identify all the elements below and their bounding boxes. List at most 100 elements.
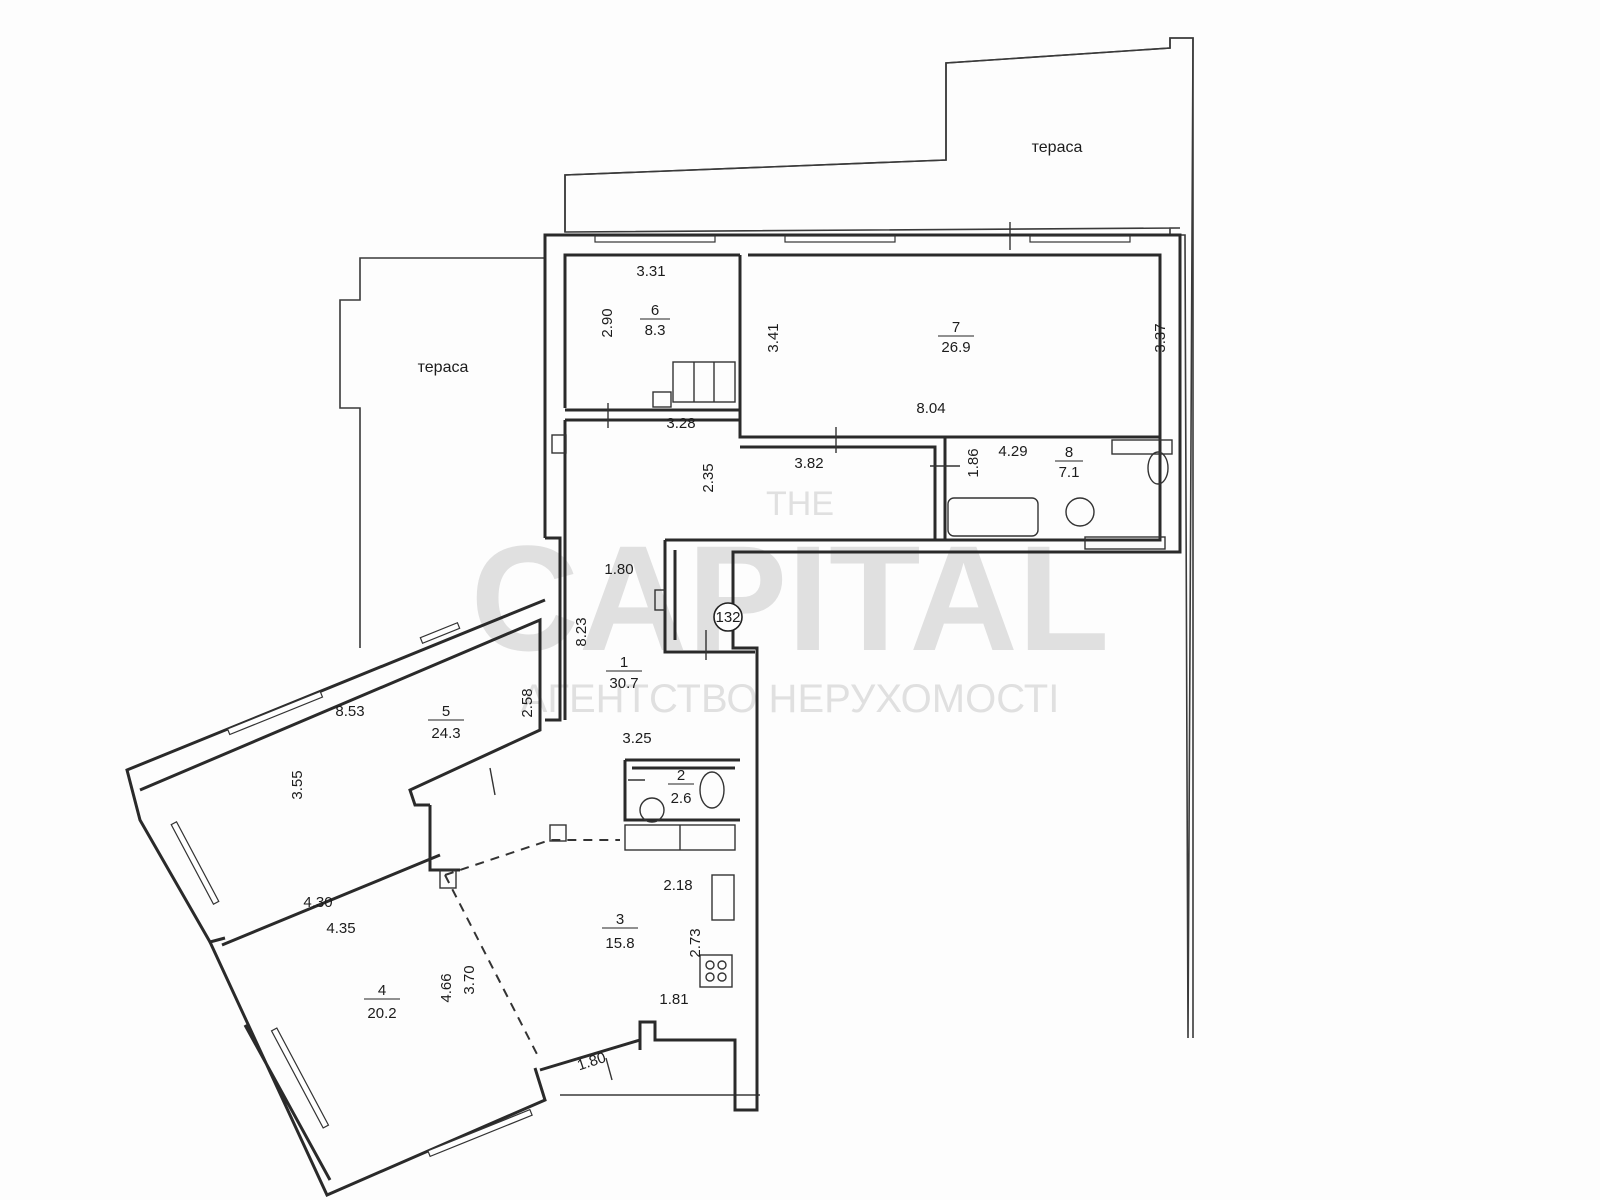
room-area: 24.3 (431, 725, 460, 742)
room-area: 8.3 (645, 322, 666, 339)
dimension-label: 1.80 (575, 1049, 608, 1074)
window (594, 235, 716, 243)
door-mark (605, 1057, 613, 1081)
toilet-icon (639, 797, 665, 823)
terrace-label-left: тераса (418, 359, 469, 376)
room-area: 30.7 (609, 675, 638, 692)
window (170, 821, 220, 905)
terrace-label-upper: тераса (1032, 139, 1083, 156)
apartment-number: 132 (715, 609, 740, 626)
dimension-label: 2.58 (519, 688, 536, 717)
wardrobe-small-icon (652, 391, 672, 408)
dimension-label: 4.35 (326, 920, 355, 937)
upper-wing-inner (563, 253, 1162, 542)
room-3-label: 3 15.8 (602, 911, 638, 952)
dimension-label: 3.70 (461, 965, 478, 994)
watermark-brand: CAPITAL (471, 514, 1110, 682)
stove-burner-icon (717, 972, 727, 982)
room-number: 4 (378, 982, 386, 999)
window (270, 1027, 330, 1129)
terrace-upper-outline (564, 37, 1194, 1038)
sink-icon (699, 771, 725, 809)
room-number: 2 (677, 767, 685, 784)
dimension-label: 2.18 (663, 877, 692, 894)
room4-walls (208, 853, 547, 1197)
dimension-label: 4.30 (303, 894, 332, 911)
column-corridor (551, 434, 567, 454)
room-5-label: 5 24.3 (428, 703, 464, 742)
room-area: 7.1 (1059, 464, 1080, 481)
column-kitchen (549, 824, 567, 842)
room-number: 6 (651, 302, 659, 319)
window (226, 690, 324, 736)
dimension-label: 2.90 (599, 308, 616, 337)
stove-burner-icon (705, 972, 715, 982)
room-number: 5 (442, 703, 450, 720)
bath-radiator-icon (1084, 536, 1166, 550)
dimension-label: 1.81 (659, 991, 688, 1008)
room-number: 3 (616, 911, 624, 928)
stove-burner-icon (717, 960, 727, 970)
shaft-walls (663, 538, 1160, 654)
watermark-subtitle: АГЕНТСТВО НЕРУХОМОСТІ (521, 677, 1060, 721)
dimension-label: 4.66 (438, 973, 455, 1002)
kitchen-sink-icon (711, 874, 735, 921)
dimension-label: 3.28 (666, 415, 695, 432)
room-1-label: 1 30.7 (606, 654, 642, 692)
room-7-label: 7 26.9 (938, 319, 974, 356)
dimension-label: 3.25 (622, 730, 651, 747)
dimension-label: 3.55 (289, 770, 306, 799)
doors (489, 222, 1011, 1081)
dimension-label: 3.37 (1152, 323, 1169, 352)
dimension-label: 3.82 (794, 455, 823, 472)
room-area: 20.2 (367, 1005, 396, 1022)
watermark: THE CAPITAL АГЕНТСТВО НЕРУХОМОСТІ (471, 485, 1110, 721)
shaft-box (654, 589, 666, 611)
dimension-label: 8.53 (335, 703, 364, 720)
dimension-label: 1.80 (604, 561, 633, 578)
dimension-label: 2.73 (687, 928, 704, 957)
window (427, 1108, 533, 1158)
room-number: 8 (1065, 444, 1073, 461)
corridor-left-wall (545, 536, 562, 722)
dimension-label: 1.86 (965, 448, 982, 477)
window (784, 235, 896, 243)
apartment-marker (713, 602, 743, 632)
room6-bottom-wall (565, 408, 742, 422)
bath-counter-icon (1111, 439, 1173, 455)
wardrobe-icon (672, 361, 736, 403)
room-number: 1 (620, 654, 628, 671)
room-area: 26.9 (941, 339, 970, 356)
bathtub-icon (947, 497, 1039, 537)
room7-bottom-wall (740, 435, 1160, 540)
room-8-label: 8 7.1 (1055, 444, 1083, 481)
window (1029, 235, 1131, 243)
sink-icon (1147, 451, 1169, 485)
room-area: 15.8 (605, 935, 634, 952)
dimension-label: 8.23 (573, 617, 590, 646)
stove-burner-icon (705, 960, 715, 970)
door-mark (489, 767, 496, 796)
toilet-icon (1065, 497, 1095, 527)
kitchen-zone-line-vertical (444, 874, 541, 1061)
window (419, 621, 461, 645)
room-4-label: 4 20.2 (364, 982, 400, 1022)
upper-wing-walls (543, 233, 1182, 1112)
room-area: 2.6 (671, 790, 692, 807)
dimension-label: 4.29 (998, 443, 1027, 460)
dimension-label: 3.31 (636, 263, 665, 280)
room-6-label: 6 8.3 (640, 302, 670, 339)
dimension-label: 8.04 (916, 400, 945, 417)
terrace-left-outline (339, 257, 545, 648)
windows (170, 235, 1131, 1158)
stove-icon (699, 954, 733, 988)
watermark-top: THE (766, 485, 834, 523)
dimension-label: 3.41 (765, 323, 782, 352)
column-room4 (439, 869, 457, 889)
room-number: 7 (952, 319, 960, 336)
kitchen-zone-line (444, 839, 620, 876)
room2-walls (623, 758, 740, 822)
room-2-label: 2 2.6 (668, 767, 694, 807)
dimension-label: 2.35 (700, 463, 717, 492)
